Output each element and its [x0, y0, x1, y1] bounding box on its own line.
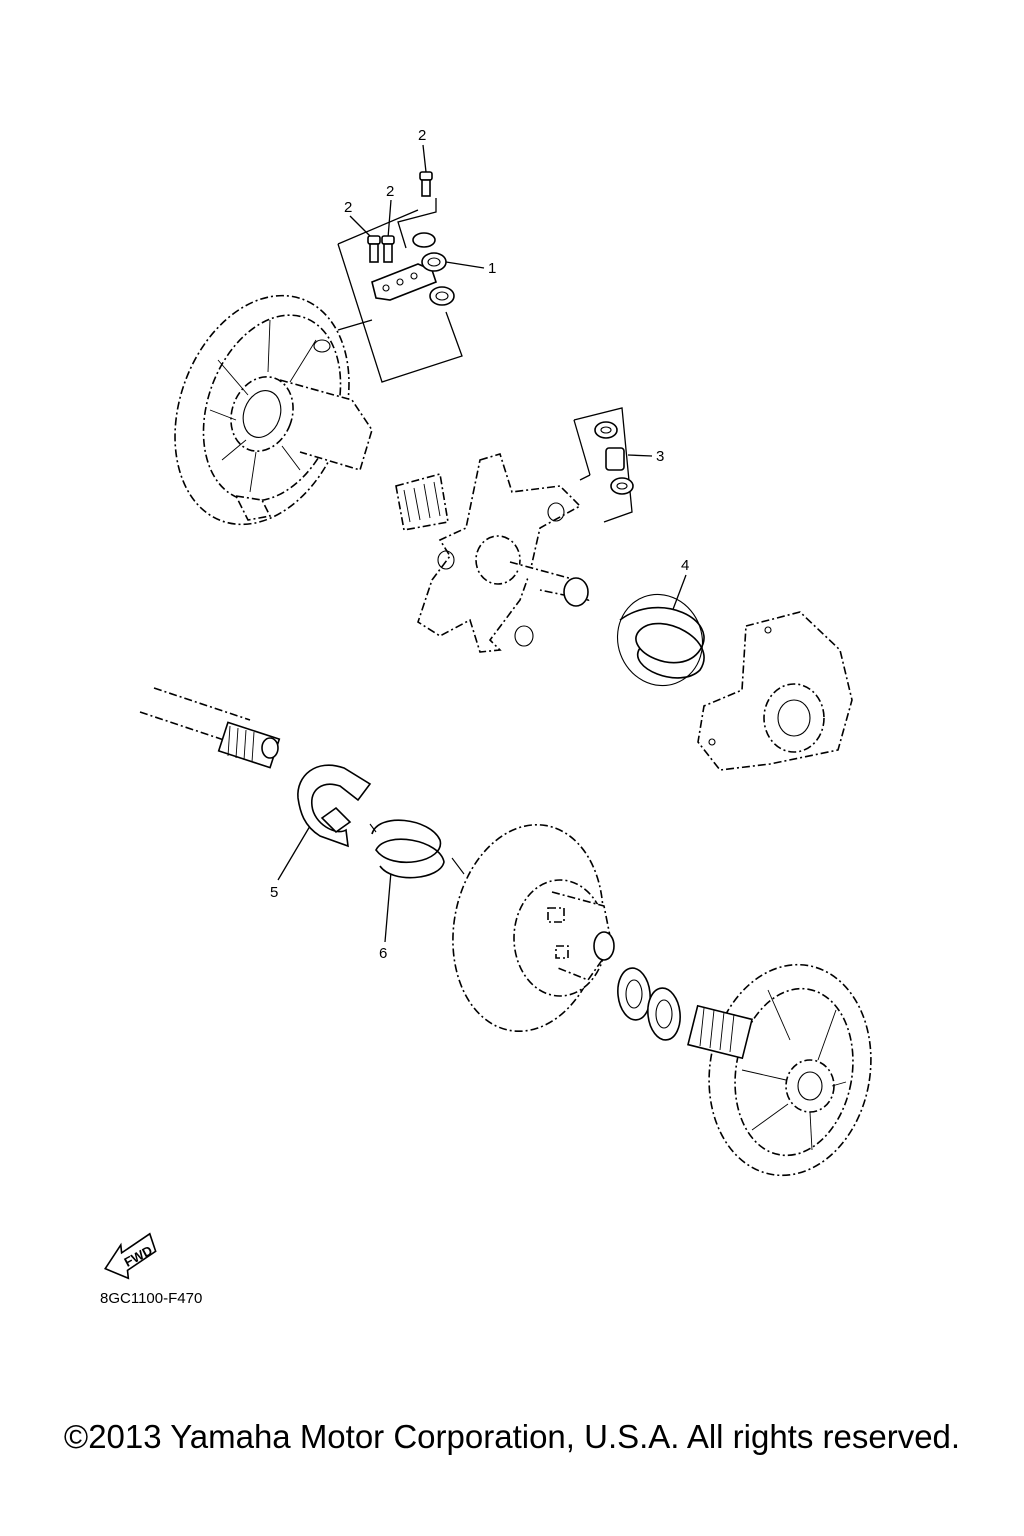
callout-6: 6: [379, 945, 387, 962]
callout-2-left: 2: [344, 199, 352, 216]
secondary-sheave: [687, 963, 872, 1177]
cover-plate: [697, 611, 853, 771]
callout-4: 4: [681, 557, 689, 574]
callout-2-top: 2: [418, 127, 426, 144]
fwd-arrow-icon: FWD: [103, 1232, 157, 1280]
callout-2-middle: 2: [386, 183, 394, 200]
callout-3: 3: [656, 448, 664, 465]
weight-part-1: [371, 232, 455, 306]
washers: [617, 967, 681, 1041]
movable-sheave: [452, 823, 615, 1033]
callout-1: 1: [488, 260, 496, 277]
fwd-label: FWD: [122, 1243, 155, 1270]
roller-part-3: [594, 421, 634, 495]
fixed-sheave: [174, 294, 373, 526]
callout-5: 5: [270, 884, 278, 901]
cam-part-5: [297, 764, 372, 848]
spring-part-6: [369, 819, 465, 879]
spider: [395, 453, 590, 653]
drive-shaft: [139, 687, 281, 769]
bolt-part-2: [367, 171, 433, 263]
spring-part-4: [616, 593, 705, 687]
diagram-code: 8GC1100-F470: [100, 1290, 203, 1307]
copyright-notice: ©2013 Yamaha Motor Corporation, U.S.A. A…: [63, 1418, 961, 1455]
